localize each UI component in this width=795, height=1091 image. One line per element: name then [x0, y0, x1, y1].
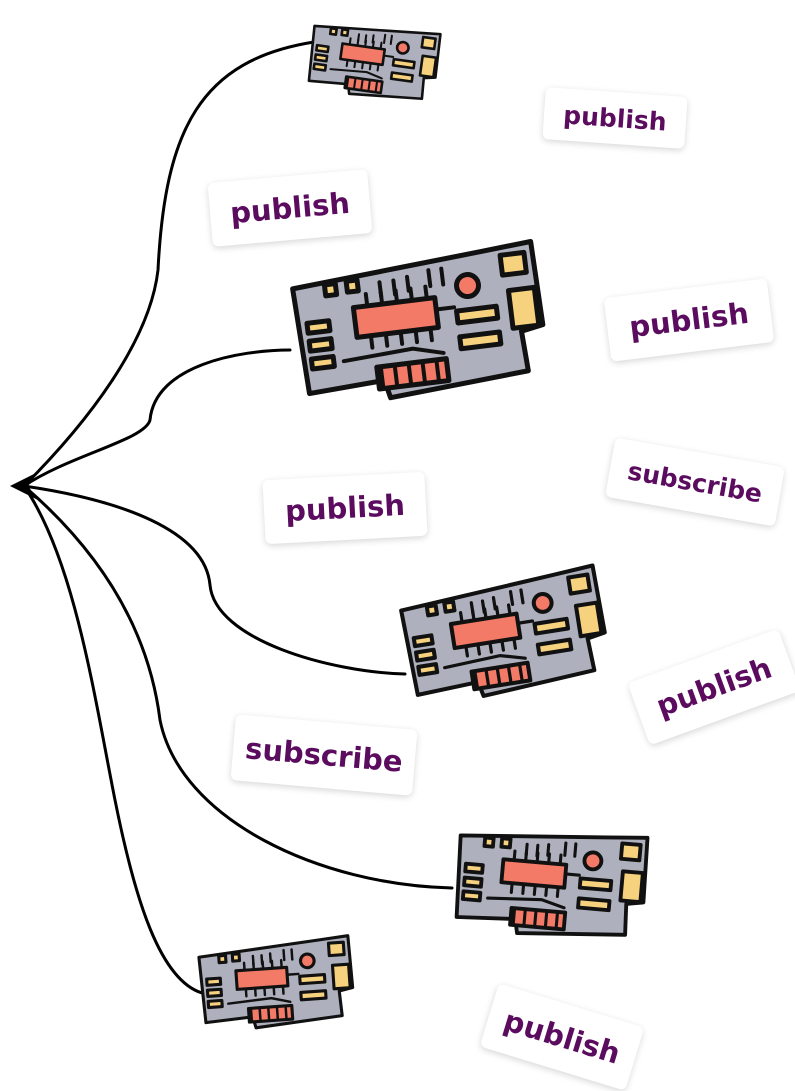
connector-line-4	[24, 486, 452, 888]
publish-label: publish	[542, 87, 687, 149]
connector-line-1	[24, 42, 314, 486]
publish-label: publish	[262, 472, 427, 544]
circuit-board-icon	[193, 933, 360, 1039]
connector-line-5	[24, 486, 202, 993]
circuit-board-icon	[446, 818, 656, 954]
connector-line-2	[24, 350, 290, 486]
circuit-board-icon	[282, 236, 559, 421]
